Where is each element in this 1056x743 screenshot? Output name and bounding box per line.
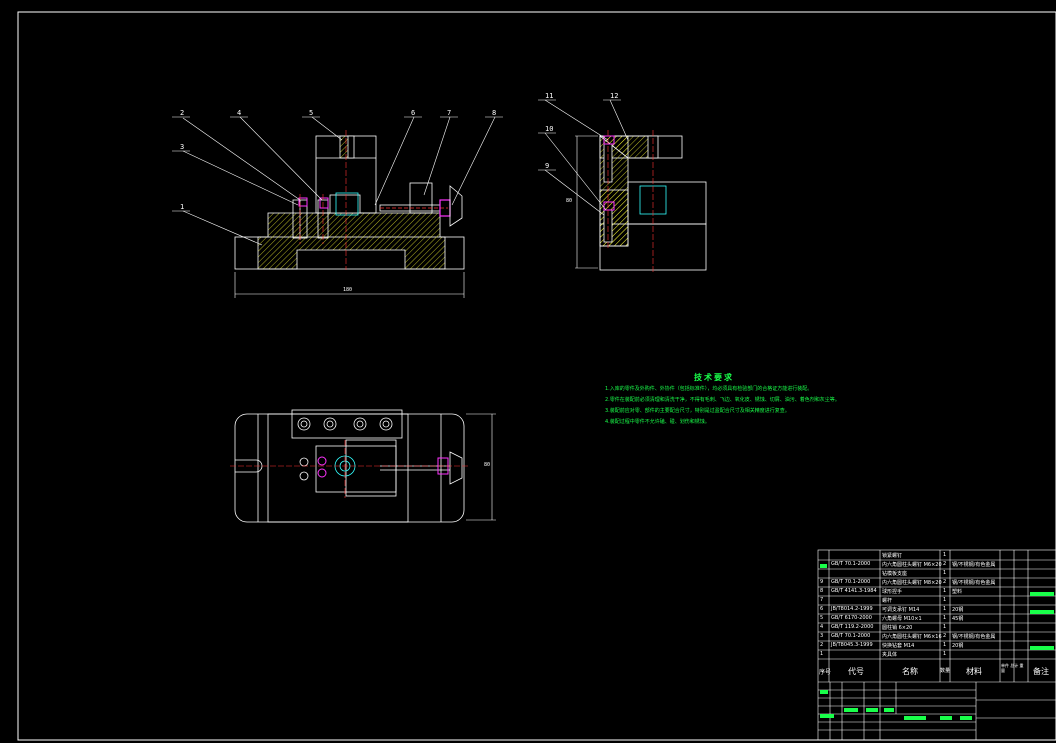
bom-cell-code: GB/T 6170-2000 <box>831 615 872 621</box>
bom-cell-mat: 20钢 <box>952 607 964 613</box>
bom-cell-name: 螺杆 <box>882 598 893 604</box>
bom-cell-code: JB/T8014.2-1999 <box>831 606 873 612</box>
side-dimension <box>575 135 598 269</box>
balloon-7: 7 <box>447 109 452 117</box>
bom-table <box>817 549 1056 741</box>
dim-front-width: 180 <box>343 287 353 293</box>
bom-cell-no: 7 <box>820 597 824 603</box>
tech-line-2: 2.零件在装配前必须清理和清洗干净，不得有毛刺、飞边、氧化皮、锈蚀、切屑、油污、… <box>605 397 840 403</box>
bom-cell-code: GB/T 70.1-2000 <box>831 579 871 585</box>
balloon-10: 10 <box>545 125 554 133</box>
balloon-3: 3 <box>180 143 185 151</box>
bom-cell-name: 夹具体 <box>882 652 898 658</box>
bom-cell-no: 9 <box>820 579 824 585</box>
bom-cell-no: 2 <box>820 642 824 648</box>
bom-cell-qty: 2 <box>943 561 947 567</box>
bom-cell-mat: 塑料 <box>952 589 963 595</box>
bom-cell-name: 内六角圆柱头螺钉 M6×16 <box>882 634 942 640</box>
balloon-5: 5 <box>309 109 314 117</box>
balloon-9: 9 <box>545 162 550 170</box>
bom-cell-qty: 1 <box>943 588 947 594</box>
bom-header-note: 备注 <box>1033 667 1049 676</box>
bom-cell-code: GB/T 70.1-2000 <box>831 633 871 639</box>
bom-cell-qty: 1 <box>943 642 947 648</box>
front-leaders <box>172 116 503 246</box>
bom-cell-qty: 1 <box>943 597 947 603</box>
bom-cell-qty: 1 <box>943 606 947 612</box>
bom-cell-mat: 20钢 <box>952 643 964 649</box>
bom-header-code: 代号 <box>848 667 864 676</box>
bom-cell-name: 内六角圆柱头螺钉 M8×20 <box>882 580 942 586</box>
bom-header-mat: 材料 <box>966 667 982 676</box>
bom-cell-code: GB/T 119.2-2000 <box>831 624 874 630</box>
bom-cell-qty: 1 <box>943 624 947 630</box>
bom-cell-qty: 1 <box>943 651 947 657</box>
bom-cell-no: 1 <box>820 651 824 657</box>
bom-cell-name: 钻模板支座 <box>882 571 908 577</box>
bom-cell-no: 4 <box>820 624 824 630</box>
tech-line-1: 1.入库的零件及外购件、外协件（包括标准件），均必须具有检验部门的合格证方能进行… <box>605 386 813 392</box>
top-view <box>234 409 465 523</box>
dim-top-height: 80 <box>484 462 491 468</box>
bom-cell-no: 3 <box>820 633 824 639</box>
top-dimension <box>466 413 496 521</box>
bom-cell-qty: 2 <box>943 633 947 639</box>
bom-cell-code: GB/T 70.1-2000 <box>831 561 871 567</box>
bom-cell-code: JB/T8045.3-1999 <box>831 642 873 648</box>
side-fasteners <box>603 135 615 211</box>
balloon-8: 8 <box>492 109 497 117</box>
bom-header-qty: 数量 <box>940 668 951 674</box>
bom-cell-no: 5 <box>820 615 824 621</box>
bom-cell-no: 6 <box>820 606 824 612</box>
bom-cell-name: 圆柱销 6×20 <box>882 625 913 631</box>
top-centerlines <box>230 440 470 498</box>
bom-header-no: 序号 <box>819 669 832 676</box>
side-centerlines <box>607 130 654 272</box>
bom-cell-mat: 45钢 <box>952 616 964 622</box>
bom-cell-qty: 1 <box>943 552 947 558</box>
bom-cell-qty: 2 <box>943 579 947 585</box>
bom-cell-mat: 钢/不锈钢/有色金属 <box>952 634 996 640</box>
tech-line-3: 3.装配前应对零、部件的主要配合尺寸，特别是过盈配合尺寸及相关精度进行复查。 <box>605 408 790 414</box>
bom-header-name: 名称 <box>902 667 918 676</box>
front-view <box>234 135 465 270</box>
bom-cell-mat: 钢/不锈钢/有色金属 <box>952 562 996 568</box>
bom-cell-name: 内六角圆柱头螺钉 M6×20 <box>882 562 942 568</box>
bom-cell-name: 六角螺母 M10×1 <box>882 616 922 622</box>
bom-cell-qty: 1 <box>943 570 947 576</box>
bom-cell-no: 8 <box>820 588 824 594</box>
dim-side-height: 80 <box>566 198 573 204</box>
drawing-border <box>17 11 1056 741</box>
balloon-1: 1 <box>180 203 185 211</box>
bom-green-marks <box>820 564 1054 720</box>
bom-cell-code: GB/T 4141.3-1984 <box>831 588 877 594</box>
bom-cell-mat: 钢/不锈钢/有色金属 <box>952 580 996 586</box>
side-leaders <box>538 99 629 216</box>
bom-header-weight: 单件 总计 重量 <box>1001 663 1024 673</box>
tech-line-4: 4.装配过程中零件不允许磕、碰、划伤和锈蚀。 <box>605 419 710 425</box>
front-centerlines <box>299 130 347 270</box>
balloon-2: 2 <box>180 109 185 117</box>
bom-cell-qty: 1 <box>943 615 947 621</box>
bom-cell-name: 快换钻套 M14 <box>882 643 915 649</box>
front-dimension <box>234 272 465 298</box>
balloon-4: 4 <box>237 109 242 117</box>
tech-requirements-title: 技术要求 <box>694 373 734 382</box>
bom-cell-name: 锁紧螺钉 <box>882 553 903 559</box>
balloon-6: 6 <box>411 109 416 117</box>
balloon-12: 12 <box>610 92 619 100</box>
bom-cell-name: 可调支承钉 M14 <box>882 607 920 613</box>
bom-cell-name: 球形捏手 <box>882 589 903 595</box>
balloon-11: 11 <box>545 92 554 100</box>
